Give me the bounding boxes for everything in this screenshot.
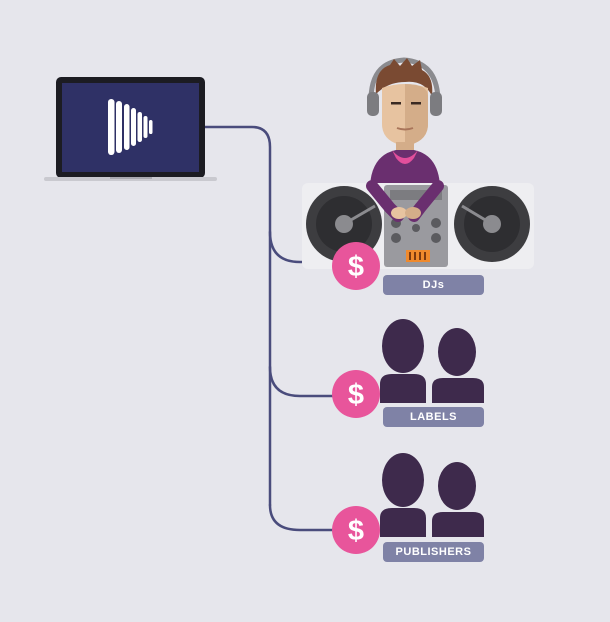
waveform-logo-icon	[108, 99, 153, 155]
connector-to-labels	[268, 365, 335, 398]
connector-trunk	[203, 125, 272, 507]
svg-text:$: $	[348, 515, 364, 547]
publishers-people-silhouette-icon	[380, 453, 484, 537]
djs-label: DJs	[383, 275, 484, 295]
publishers-dollar-icon: $	[332, 506, 380, 554]
dj-at-turntables-icon	[302, 57, 534, 269]
djs-dollar-icon: $	[332, 242, 380, 290]
laptop-icon	[44, 77, 217, 181]
svg-text:$: $	[348, 379, 364, 411]
connector-to-djs	[268, 230, 318, 264]
labels-people-silhouette-icon	[380, 319, 484, 403]
labels-label: LABELS	[383, 407, 484, 427]
svg-text:$: $	[348, 251, 364, 283]
connector-lines	[203, 125, 335, 532]
connector-to-publishers	[268, 503, 335, 532]
publishers-label: PUBLISHERS	[383, 542, 484, 562]
labels-dollar-icon: $	[332, 370, 380, 418]
